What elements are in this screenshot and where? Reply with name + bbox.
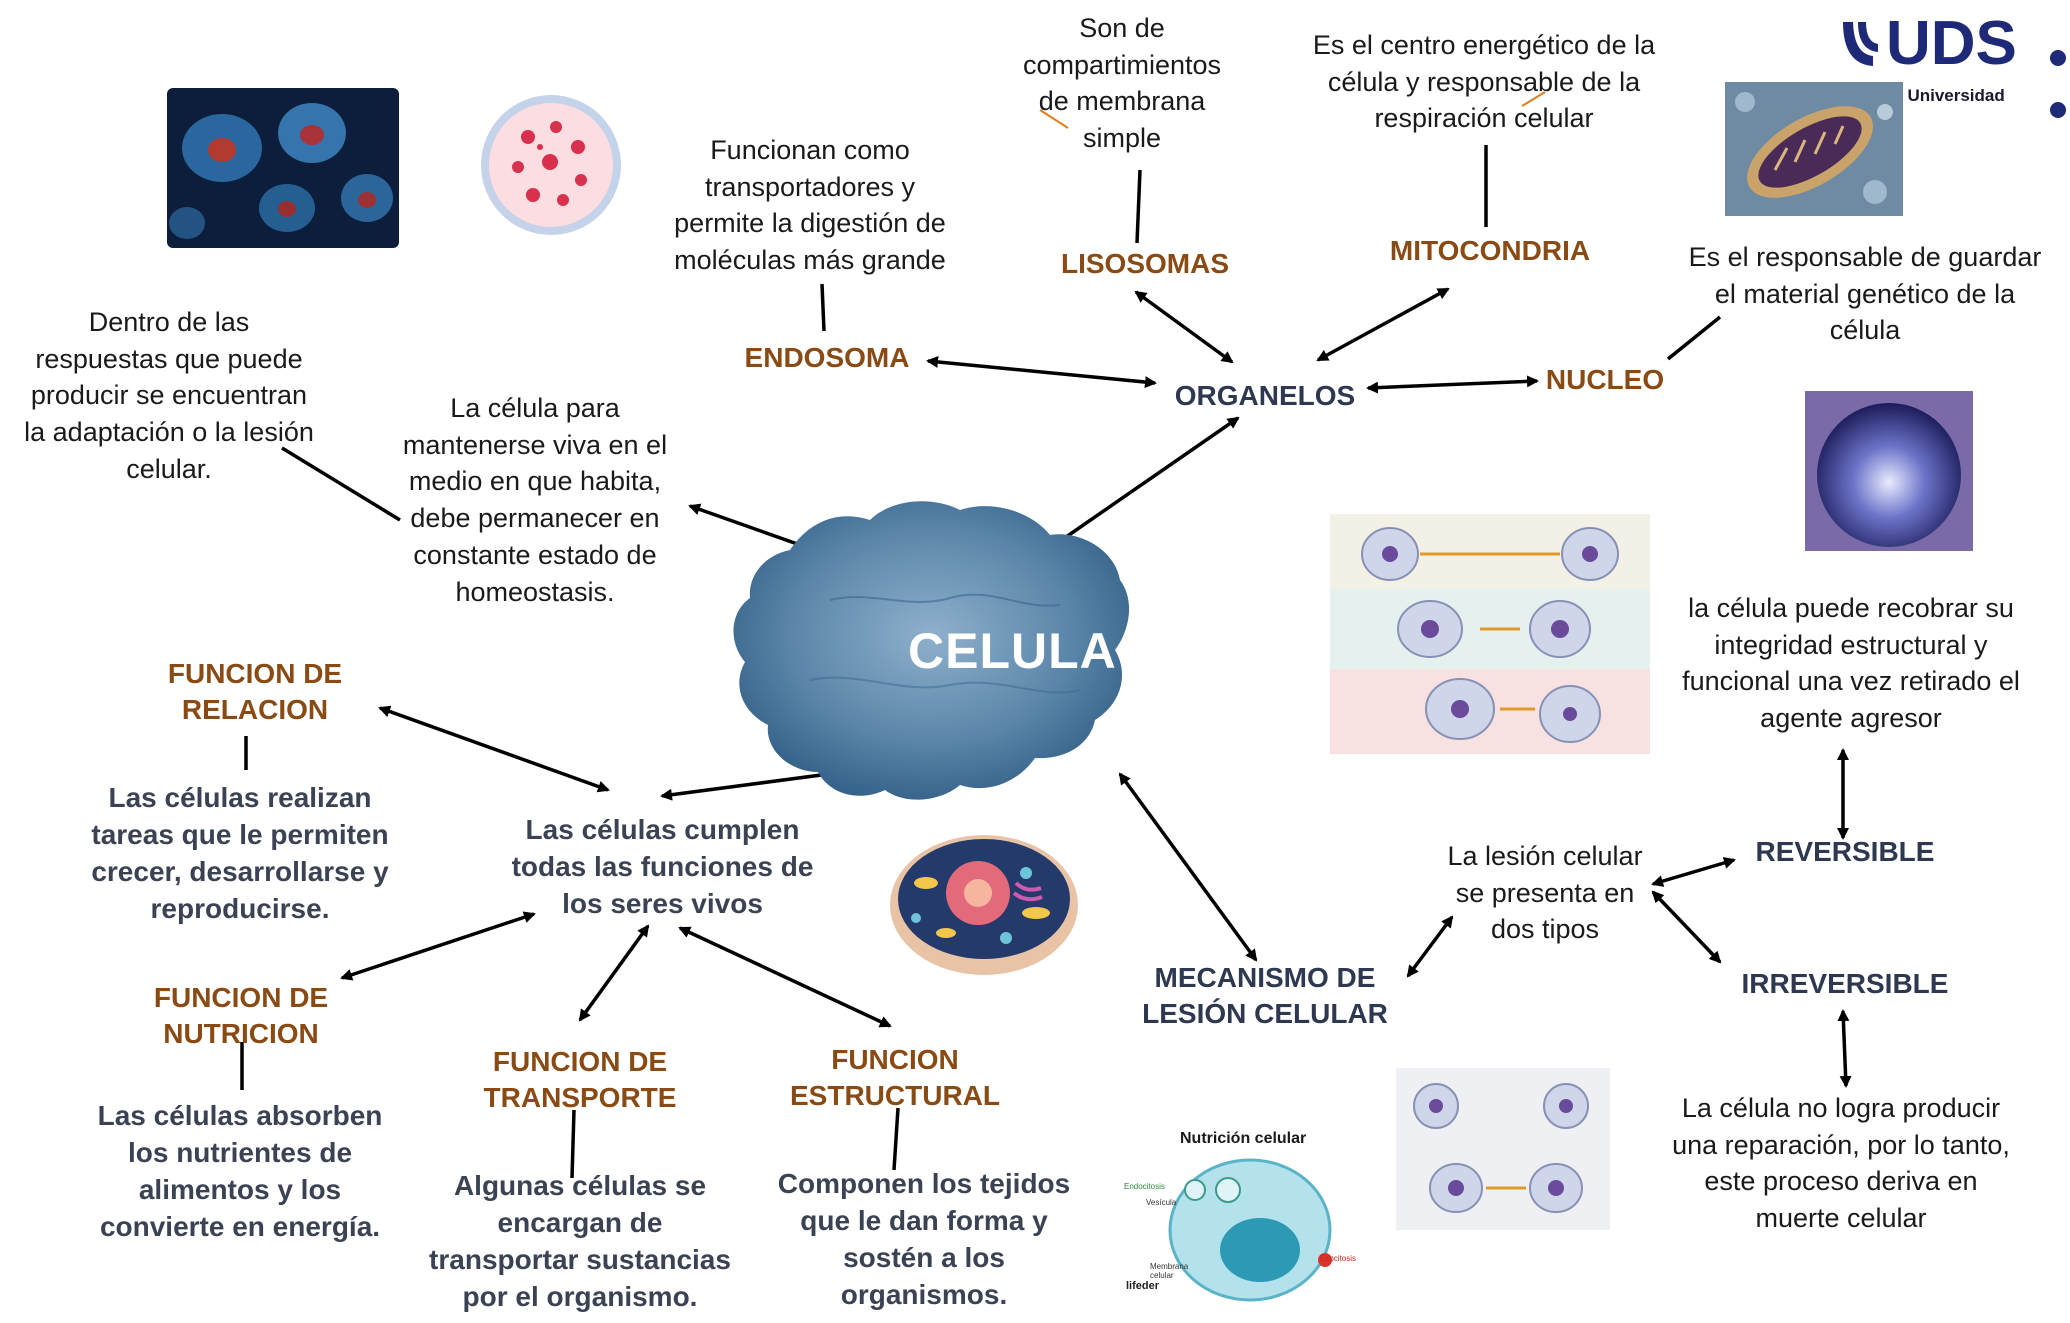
nutricion-diagram-title: Nutrición celular: [1180, 1130, 1307, 1147]
response-desc: Dentro de las respuestas que puede produ…: [24, 307, 314, 484]
estructural-label: FUNCION ESTRUCTURAL: [790, 1044, 1000, 1112]
endosoma-label: ENDOSOMA: [744, 342, 910, 373]
pink-cell-illustration: [481, 95, 621, 235]
arrow-celula-organelos: [1038, 416, 1240, 557]
endosoma-desc: Funcionan como transportadores y permite…: [674, 135, 946, 276]
relacion-label: FUNCION DE RELACION: [167, 658, 343, 726]
nutricion-label-vesicula: Vesícula: [1146, 1198, 1177, 1207]
transporte-label: FUNCION DE TRANSPORTE: [483, 1046, 677, 1114]
cell-cloud-image: [733, 501, 1130, 800]
arrow-organelos-endosoma: [926, 355, 1157, 389]
nutricion-cell-icon: [1168, 1158, 1332, 1302]
arrow-funciones-transporte: [578, 924, 650, 1022]
estructural-desc: Componen los tejidos que le dan forma y …: [777, 1168, 1071, 1310]
arrow-irreversible-desc: [1837, 1009, 1852, 1088]
mitocondria-desc: Es el centro energético de la célula y r…: [1312, 30, 1656, 134]
logo-tagline: i Universidad: [1898, 86, 2005, 105]
nutricion-label-exocitosis: Exocitosis: [1320, 1254, 1357, 1263]
line-transporte-desc: [570, 1109, 576, 1179]
nucleo-label: NUCLEO: [1545, 364, 1665, 395]
funciones-desc: Las células cumplen todas las funciones …: [511, 814, 814, 919]
cell-injury-diagram: [1330, 514, 1650, 754]
lesion-types-desc: La lesión celular se presenta en dos tip…: [1447, 841, 1643, 945]
irreversible-label: IRREVERSIBLE: [1741, 968, 1949, 999]
arrow-celula-lesion: [1118, 772, 1258, 962]
animal-cell-illustration: [890, 835, 1078, 975]
arrow-tipos-reversible: [1651, 857, 1736, 887]
lisosomas-label: LISOSOMAS: [1060, 248, 1229, 279]
nucleus-photo: [1805, 391, 1973, 551]
nutricion-desc: Las células absorben los nutrientes de a…: [97, 1100, 383, 1242]
line-nucleo-desc: [1666, 315, 1722, 361]
homeostasis-desc: La célula para mantenerse viva en el med…: [402, 393, 668, 607]
line-lisosomas-desc: [1135, 169, 1142, 244]
line-estructural-desc: [892, 1107, 900, 1171]
arrow-funciones-estructural: [678, 926, 892, 1028]
irreversible-desc: La célula no logra producir una reparaci…: [1672, 1093, 2010, 1234]
mitochondria-photo: [1725, 82, 1903, 216]
center-title: CELULA: [908, 623, 1117, 679]
arrow-organelos-lisosomas: [1134, 290, 1234, 364]
reversible-label: REVERSIBLE: [1755, 836, 1935, 867]
nutricion-label-lifeder: lifeder: [1126, 1280, 1160, 1292]
logo-dots-icon: [2050, 50, 2066, 118]
logo-brand: UDS: [1886, 9, 2017, 78]
line-endosoma-desc: [820, 283, 826, 332]
mitocondria-label: MITOCONDRIA: [1389, 235, 1591, 266]
relacion-desc: Las células realizan tareas que le permi…: [91, 782, 389, 924]
nutricion-label: FUNCION DE NUTRICION: [153, 982, 329, 1050]
arrow-lesion-tipos: [1406, 915, 1454, 978]
line-homeostasis-response: [281, 446, 401, 522]
nutricion-celular-diagram: Nutrición celular Endocitosis Vesícula M…: [1120, 1130, 1360, 1310]
nutricion-label-endocitosis: Endocitosis: [1124, 1182, 1165, 1191]
lisosomas-desc: Son de compartimientos de membrana simpl…: [1022, 13, 1222, 154]
arrow-funciones-nutricion: [340, 911, 536, 981]
arrow-organelos-nucleo: [1366, 375, 1539, 394]
arrow-organelos-mitocondria: [1316, 287, 1450, 362]
lesion-label: MECANISMO DE LESIÓN CELULAR: [1142, 962, 1388, 1030]
nucleo-desc: Es el responsable de guardar el material…: [1688, 242, 2042, 346]
arrow-funciones-relacion: [378, 705, 610, 793]
reversible-desc: la célula puede recobrar su integridad e…: [1682, 593, 2020, 734]
organelos-label: ORGANELOS: [1174, 380, 1356, 411]
cells-photo: [167, 88, 399, 248]
arrow-tipos-irreversible: [1651, 890, 1722, 964]
orange-mark: [1039, 109, 1069, 129]
orange-mark: [1521, 91, 1546, 107]
transporte-desc: Algunas células se encargan de transport…: [429, 1170, 731, 1312]
logo-mark-icon: [1843, 22, 1878, 66]
cell-recovery-diagram: [1396, 1068, 1610, 1230]
nutricion-label-membrana: Membrana celular: [1150, 1262, 1189, 1280]
